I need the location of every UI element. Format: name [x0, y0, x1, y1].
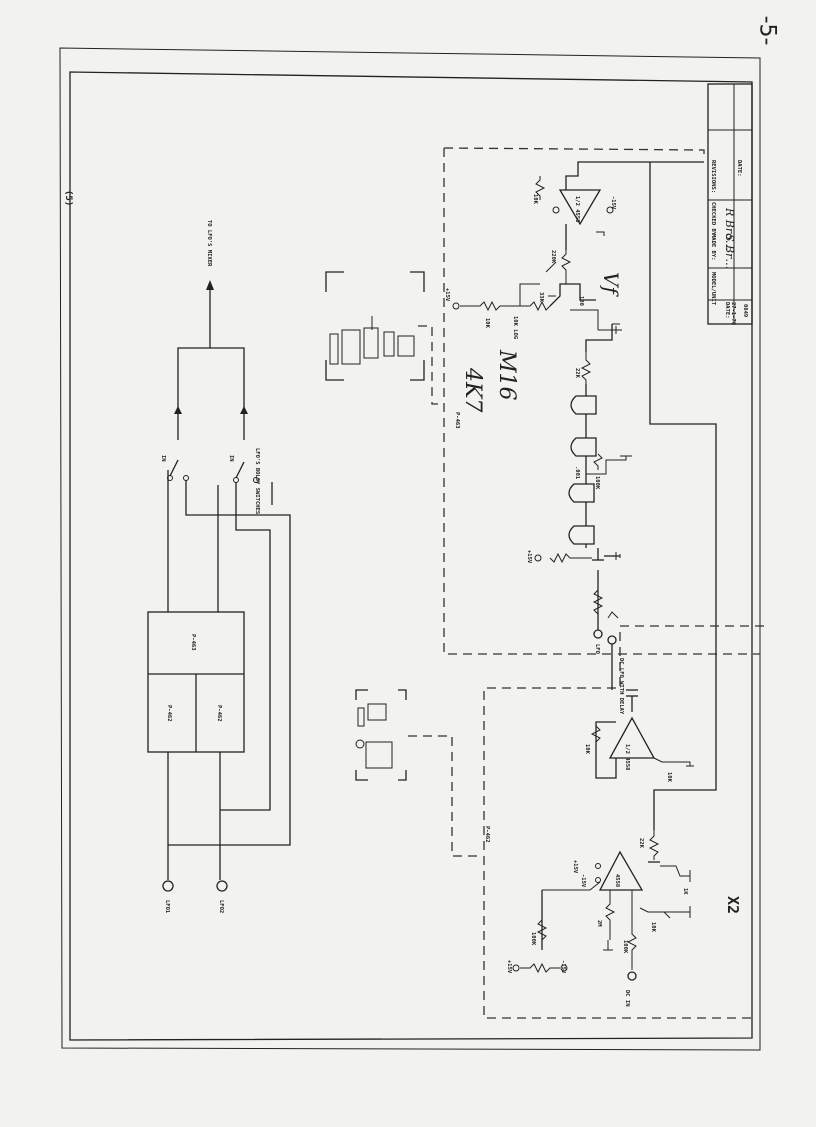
lower-res-d-label: 2M: [596, 920, 602, 927]
upper-res-9-label: 10K: [532, 194, 538, 205]
module-p463-label: P-463: [190, 634, 196, 651]
note-m16: M16: [494, 349, 519, 401]
outer-border: [59, 47, 761, 1051]
upper-pot-label: 10K LOG: [512, 316, 518, 340]
lower-dc-in-label: DC IN: [624, 990, 630, 1007]
module-p462-b-label: P-462: [216, 705, 222, 722]
note-vf: Vf: [599, 272, 623, 297]
module-p462-a-label: P-462: [166, 705, 172, 722]
upper-board-label: P-463: [454, 412, 460, 429]
upper-res-3-label: 33K: [538, 292, 544, 303]
lower-res-h-label: 100K: [530, 932, 536, 946]
lower-res-g-label: 1K: [682, 888, 688, 895]
component-layout-p463: [325, 271, 438, 405]
lower-pos-supply: +15V: [572, 860, 578, 874]
title-checked-label: CHECKED BY:: [710, 202, 716, 238]
sheet-mark: (5): [63, 190, 73, 206]
lower-res-a-label: 10K: [584, 744, 590, 755]
upper-supply-label: +15V: [526, 550, 532, 564]
title-date-value: 27-1-78: [730, 302, 736, 325]
lower-opamp-2-label: 4558: [614, 874, 620, 887]
title-revisions-label: REVISIONS:: [710, 160, 716, 193]
block-diagram: P-463 P-462 P-462 LFO1 LFO2: [147, 220, 291, 914]
upper-neg-supply: -15V: [610, 196, 616, 210]
upper-supply-2-label: +15V: [444, 288, 450, 302]
note-4k7: 4K7: [460, 367, 485, 412]
title-number: 0849: [742, 304, 748, 317]
upper-circuit: P-463 LFO +15V: [443, 147, 760, 830]
title-model-label: MODEL/UNIT: [710, 272, 716, 306]
title-made-by-label: MADE BY:: [710, 234, 716, 261]
component-layout-p462: [355, 689, 478, 857]
upper-res-6-label: 220K: [550, 250, 556, 264]
multiplier-label: X2: [724, 896, 742, 914]
lower-res-b-label: 10K: [666, 772, 672, 783]
lower-output-label: DC LFO WITH DELAY: [618, 658, 624, 715]
title-date-label: DATE:: [724, 302, 730, 319]
lfo1-input-jack: [162, 880, 174, 892]
upper-res-1-label: 10K: [484, 318, 490, 329]
upper-res-8-label: 100K: [594, 476, 600, 490]
lower-res-c-label: 22K: [638, 838, 644, 849]
pot-neg-supply: -15V: [560, 960, 566, 974]
upper-cap-label: .001: [574, 466, 580, 480]
lower-opamp-triangle-2: [598, 850, 644, 891]
lfo1-label: LFO1: [164, 900, 170, 914]
switch-1-label: IN: [160, 455, 166, 462]
upper-res-4-label: 100: [578, 296, 584, 306]
page-number: -5-: [754, 15, 780, 46]
title-block: MODEL/UNIT MADE BY: S Br… CHECKED BY: R …: [707, 83, 753, 325]
lower-board-label: P-462: [484, 826, 490, 843]
lfo2-input-jack: [216, 880, 228, 892]
upper-opamp-label: 1/2 4558: [574, 196, 580, 223]
lower-neg-supply: -15V: [580, 874, 586, 888]
title-date2-label: DATE:: [736, 160, 742, 177]
upper-opamp-triangle: [558, 189, 602, 226]
switch-group-label: LFO'S BOLSY SWITCHES: [254, 448, 260, 514]
lower-opamp-1-label: 1/2 4558: [624, 744, 630, 771]
upper-res-5-label: 22K: [574, 368, 580, 379]
inner-border: [69, 71, 753, 1041]
switch-1: [167, 406, 189, 481]
output-label: TO LFO'S MIXER: [206, 220, 212, 267]
lower-opamp-triangle-1: [608, 716, 656, 759]
lfo-input-jack: [593, 629, 603, 639]
lfo2-label: LFO2: [218, 900, 224, 913]
lower-res-e-label: 100K: [622, 940, 628, 954]
switch-2-label: IN: [228, 455, 234, 462]
logic-gates: [568, 384, 597, 548]
lower-circuit: P-462 DC LFO WITH DELAY 1/2 4558 10K 10K…: [483, 611, 764, 1019]
title-checked-value: R Bro…: [723, 207, 736, 251]
pot-pos-supply: +15V: [506, 960, 512, 974]
lower-res-f-label: 10K: [650, 922, 656, 933]
title-made-by-value: S Br…: [723, 234, 736, 269]
lfo-input-label: LFO: [594, 644, 600, 655]
